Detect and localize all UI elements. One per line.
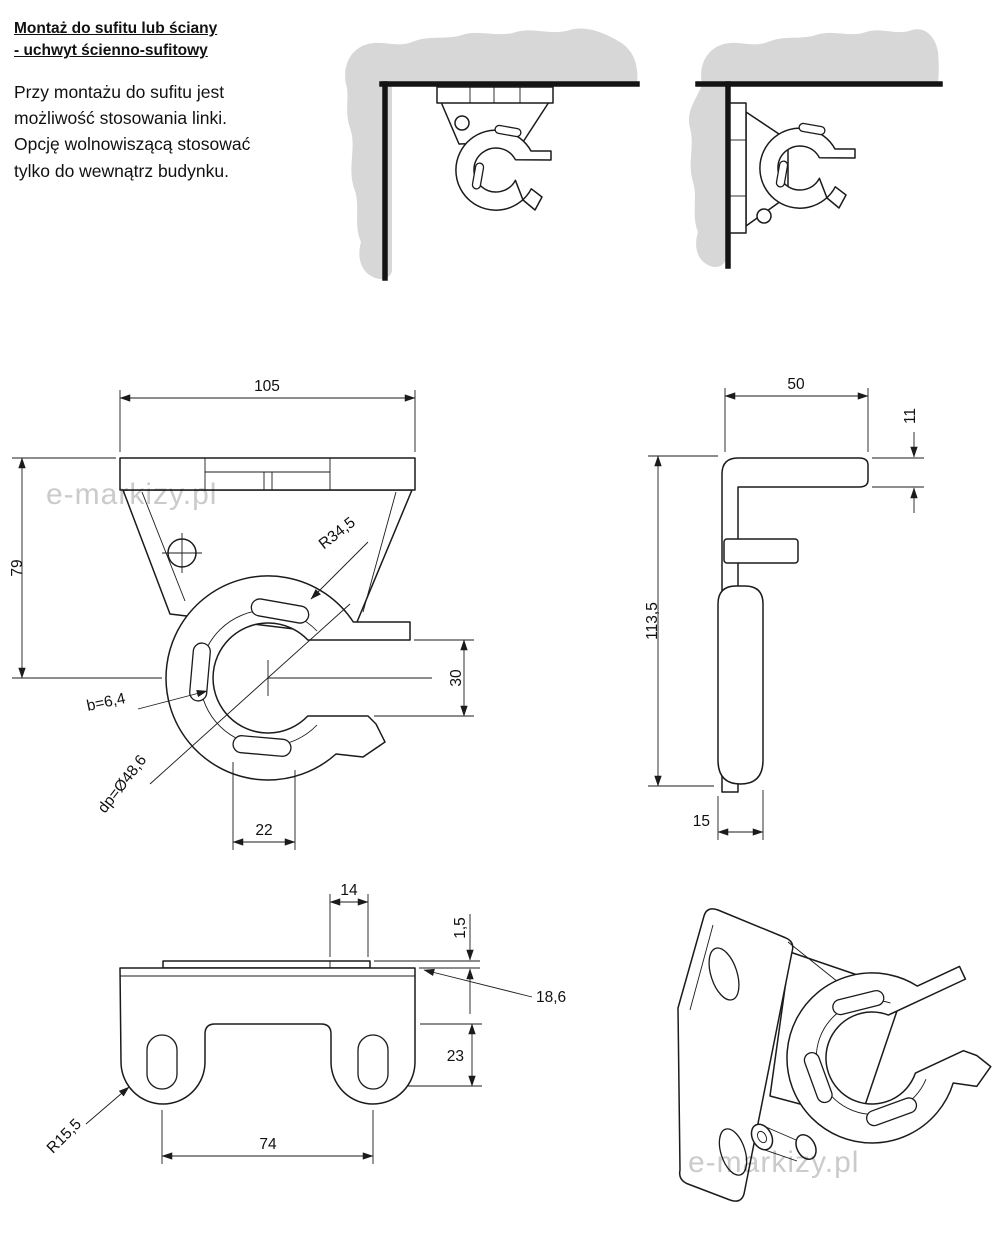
dim-spacing-74: 74 <box>161 1110 374 1164</box>
slot <box>798 122 826 136</box>
dim-74-label: 74 <box>259 1136 277 1153</box>
body-line-4: tylko do wewnątrz budynku. <box>14 160 229 181</box>
dim-dp-label: dp=Ø48,6 <box>95 752 151 816</box>
dim-b-label: b=6,4 <box>85 690 127 715</box>
dim-foot-15: 15 <box>693 790 764 840</box>
slot-bottom <box>232 735 292 757</box>
dim-14-label: 14 <box>340 882 358 899</box>
hook-profile-bar <box>717 585 764 785</box>
watermark-right: e-markizy.pl <box>688 1146 860 1179</box>
slot <box>471 162 485 190</box>
side-view-drawing <box>717 457 869 793</box>
dim-offset-18-6: 18,6 <box>423 968 566 1006</box>
slot <box>775 160 789 188</box>
slot-left <box>189 642 211 702</box>
dim-tab-14: 14 <box>329 882 369 957</box>
iso-mounting-plate <box>677 908 794 1202</box>
illustration-wall-mount <box>688 29 943 269</box>
plate-outline <box>119 967 416 1105</box>
dim-radius-r15-5: R15,5 <box>44 1086 130 1157</box>
dim-arm-11: 11 <box>872 408 924 513</box>
dim-79-label: 79 <box>9 559 26 576</box>
dim-22-label: 22 <box>255 822 272 839</box>
slot <box>494 124 522 138</box>
iso-pin <box>750 1123 774 1151</box>
bottom-view: 14 1,5 18,6 23 <box>44 882 566 1164</box>
iso-slot-upper <box>708 947 740 1001</box>
front-view-drawing <box>119 457 432 785</box>
bracket-hook <box>455 129 552 211</box>
page-title: Montaż do sufitu lub ściany - uchwyt ści… <box>14 18 344 63</box>
body-line-1: Przy montażu do sufitu jest <box>14 81 225 102</box>
slot-right <box>357 1034 389 1090</box>
dim-105-label: 105 <box>254 378 280 395</box>
dim-r15-label: R15,5 <box>44 1116 85 1157</box>
diameter-leader <box>149 603 351 785</box>
slot-top <box>250 598 310 624</box>
dim-113-label: 113,5 <box>644 602 661 640</box>
iso-slot-lower <box>718 1128 748 1176</box>
iso-hook-slot-left <box>803 1052 833 1104</box>
dim-50-label: 50 <box>787 376 805 393</box>
slot-left <box>146 1034 178 1090</box>
bracket-plate <box>436 86 554 104</box>
dim-pitch-diameter: dp=Ø48,6 <box>95 752 151 816</box>
bottom-view-drawing <box>119 960 416 1105</box>
iso-pin-cap <box>795 1134 817 1160</box>
wall-surface <box>688 29 939 267</box>
bracket-plate <box>729 102 747 234</box>
mounting-hole <box>756 208 772 224</box>
side-view: 50 11 113,5 15 <box>644 376 924 840</box>
description-text: Przy montażu do sufitu jest możliwość st… <box>14 79 344 184</box>
dim-23-label: 23 <box>447 1048 464 1065</box>
dim-slot-spacing-22: 22 <box>232 762 296 850</box>
iso-hook-slot-top <box>832 989 885 1016</box>
dim-width-105: 105 <box>119 378 416 452</box>
dim-height-79: 79 <box>9 457 162 679</box>
dim-18-6-label: 18,6 <box>536 989 566 1006</box>
title-line-1: Montaż do sufitu lub ściany <box>14 20 218 37</box>
mounting-hole <box>454 115 470 131</box>
title-line-2: - uchwyt ścienno-sufitowy <box>14 42 208 60</box>
dim-30-label: 30 <box>448 669 465 687</box>
hook-outline <box>165 575 411 781</box>
watermark-left: e-markizy.pl <box>46 478 218 511</box>
top-lip <box>162 960 371 969</box>
front-view: 105 79 R34,5 30 b=6,4 <box>9 378 474 850</box>
side-tab <box>723 538 799 564</box>
illustration-ceiling-mount <box>345 28 640 281</box>
dim-width-50: 50 <box>724 376 869 452</box>
dim-11-label: 11 <box>902 408 919 424</box>
dim-height-113-5: 113,5 <box>644 455 718 787</box>
dim-15-label: 15 <box>693 813 710 830</box>
bracket-hook <box>759 127 856 209</box>
body-line-2: możliwość stosowania linki. <box>14 108 227 129</box>
header-note: Montaż do sufitu lub ściany - uchwyt ści… <box>14 18 344 184</box>
ceiling-surface <box>345 28 638 279</box>
dim-opening-30: 30 <box>374 639 474 717</box>
top-plate <box>119 457 416 491</box>
isometric-view <box>677 908 992 1202</box>
dim-lip-1-5: 1,5 <box>374 914 480 1014</box>
iso-hook-slot-bottom <box>866 1097 918 1127</box>
body-line-3: Opcję wolnowiszącą stosować <box>14 134 251 155</box>
dim-depth-23: 23 <box>408 1023 482 1087</box>
dim-1-5-label: 1,5 <box>452 917 469 939</box>
